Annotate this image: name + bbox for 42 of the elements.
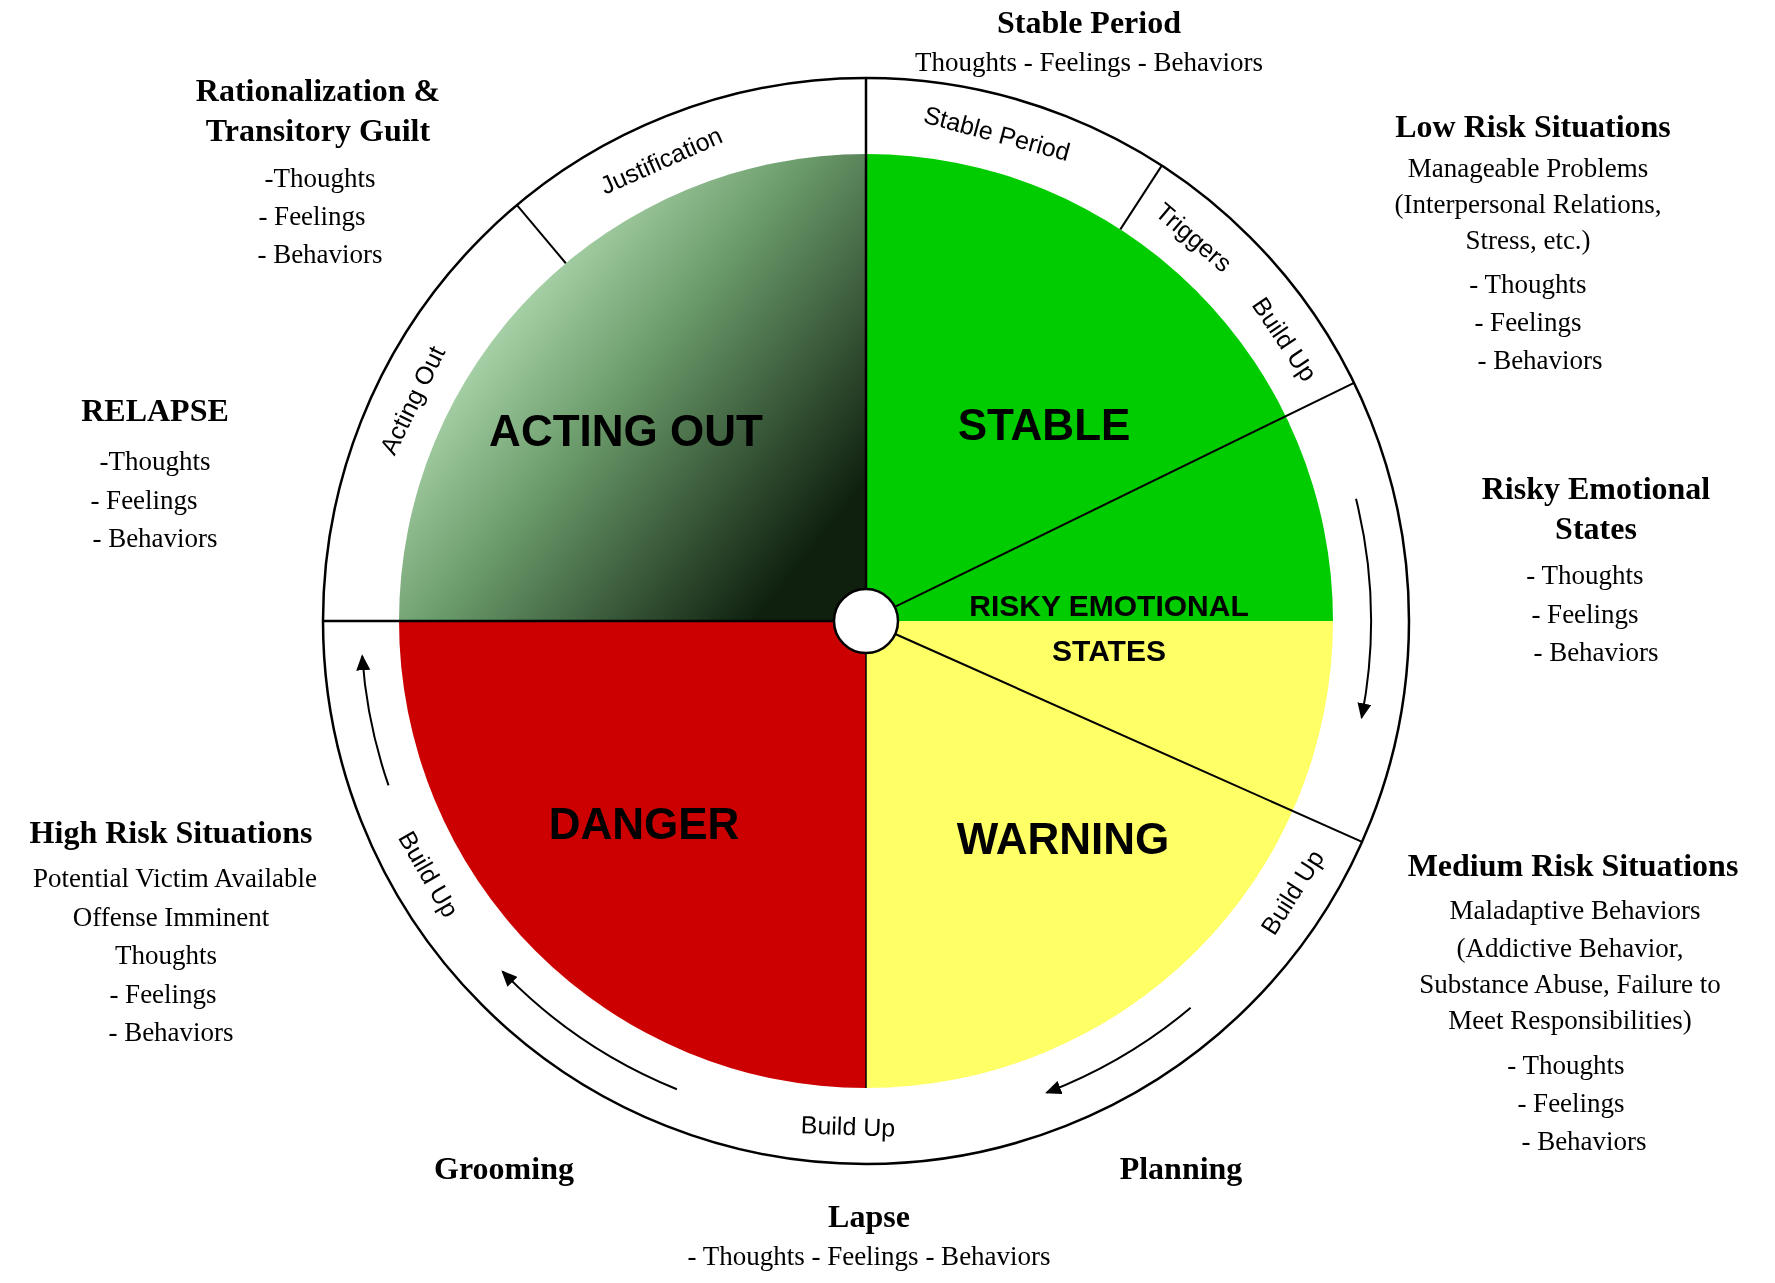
- sector-label: STABLE: [957, 400, 1131, 450]
- stage-text: (Addictive Behavior, Substance Abuse, Failure to Meet Responsibilities): [1418, 932, 1722, 1037]
- stage-heading: Lapse: [828, 1197, 910, 1236]
- stage-heading: Grooming: [434, 1149, 574, 1188]
- stage-text: Maladaptive Behaviors: [1449, 894, 1701, 927]
- stage-text: - Feelings: [258, 200, 366, 233]
- stage-text: - Behaviors: [1521, 1125, 1647, 1158]
- stage-text: - Feelings: [1517, 1087, 1625, 1120]
- stage-text: - Feelings: [109, 978, 217, 1011]
- segment-label: Stable Period: [920, 100, 1073, 167]
- stage-text: -Thoughts: [264, 162, 376, 195]
- stage-heading: High Risk Situations: [29, 813, 313, 852]
- stage-heading: Rationalization & Transitory Guilt: [194, 71, 442, 150]
- sector-label: DANGER: [548, 799, 740, 849]
- stage-text: Manageable Problems (Interpersonal Relations, Stress, etc.): [1393, 152, 1663, 257]
- sector-label: ACTING OUT: [489, 406, 763, 456]
- stage-heading: Medium Risk Situations: [1407, 846, 1739, 885]
- sector-label: RISKY EMOTIONAL STATES: [968, 588, 1250, 669]
- stage-text: - Behaviors: [108, 1016, 234, 1049]
- stage-heading: RELAPSE: [81, 391, 229, 430]
- stage-text: - Behaviors: [92, 522, 218, 555]
- stage-text: - Thoughts - Feelings - Behaviors: [687, 1240, 1051, 1273]
- stage-text: - Feelings: [1531, 598, 1639, 631]
- stage-text: - Thoughts: [1469, 268, 1587, 301]
- stage-text: Thoughts: [115, 939, 217, 972]
- segment-label: Build Up: [800, 1110, 897, 1142]
- stage-text: - Behaviors: [1533, 636, 1659, 669]
- stage-text: Offense Imminent: [72, 901, 270, 934]
- stage-text: - Feelings: [1474, 306, 1582, 339]
- stage-text: Thoughts - Feelings - Behaviors: [915, 46, 1263, 79]
- sector-label: WARNING: [956, 814, 1170, 864]
- stage-text: -Thoughts: [99, 445, 211, 478]
- stage-text: - Behaviors: [257, 238, 383, 271]
- stage-heading: Low Risk Situations: [1395, 107, 1671, 146]
- stage-text: - Feelings: [90, 484, 198, 517]
- stage-text: Potential Victim Available: [33, 862, 317, 895]
- stage-heading: Planning: [1119, 1149, 1243, 1188]
- stage-text: - Behaviors: [1477, 344, 1603, 377]
- stage-text: - Thoughts: [1507, 1049, 1625, 1082]
- stage-heading: Stable Period: [997, 3, 1181, 42]
- stage-text: - Thoughts: [1526, 559, 1644, 592]
- stage-heading: Risky Emotional States: [1480, 469, 1712, 548]
